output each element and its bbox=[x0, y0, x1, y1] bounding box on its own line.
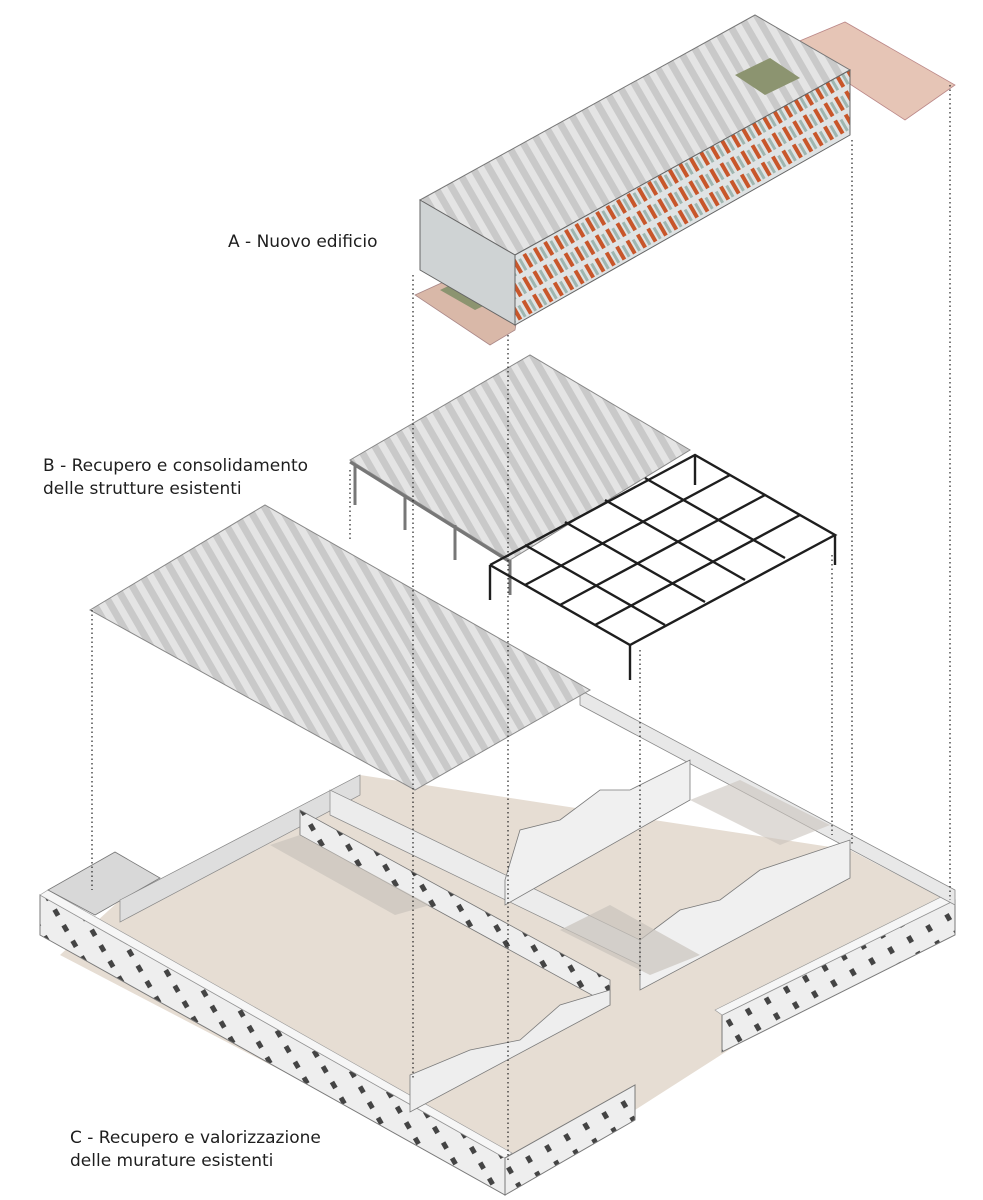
green-roof-top bbox=[735, 58, 800, 95]
label-structures: B - Recupero e consolidamento delle stru… bbox=[43, 455, 308, 501]
level-c-masonry bbox=[39, 689, 956, 1196]
gable-wall-1 bbox=[504, 759, 691, 906]
label-b-line2: delle strutture esistenti bbox=[43, 479, 242, 499]
steel-truss-frame bbox=[488, 453, 838, 680]
label-c-line2: delle murature esistenti bbox=[70, 1151, 274, 1171]
label-masonry: C - Recupero e valorizzazione delle mura… bbox=[70, 1127, 321, 1173]
terrace-right bbox=[789, 21, 956, 121]
gable-wall-3 bbox=[409, 989, 611, 1113]
shadow-1 bbox=[270, 835, 430, 915]
building-end bbox=[419, 199, 516, 326]
outer-wall-left-top bbox=[39, 889, 513, 1159]
ground-courtyard bbox=[60, 775, 955, 1190]
corner-gatehouse-roof bbox=[47, 851, 161, 916]
shadow-3 bbox=[690, 780, 830, 845]
outer-wall-right bbox=[504, 1084, 636, 1196]
label-c-line1: C - Recupero e valorizzazione bbox=[70, 1128, 321, 1148]
label-a-line1: A - Nuovo edificio bbox=[228, 232, 378, 252]
label-b-line1: B - Recupero e consolidamento bbox=[43, 456, 309, 476]
label-new-building: A - Nuovo edificio bbox=[228, 231, 377, 254]
level-a-new-building bbox=[414, 14, 956, 346]
vault-roof-lower bbox=[88, 504, 592, 791]
projection-lines bbox=[91, 85, 951, 1160]
shadow-2 bbox=[560, 905, 700, 975]
beam-upper bbox=[349, 460, 511, 564]
level-b-structures bbox=[88, 354, 838, 791]
vault-roof-upper bbox=[349, 354, 691, 561]
